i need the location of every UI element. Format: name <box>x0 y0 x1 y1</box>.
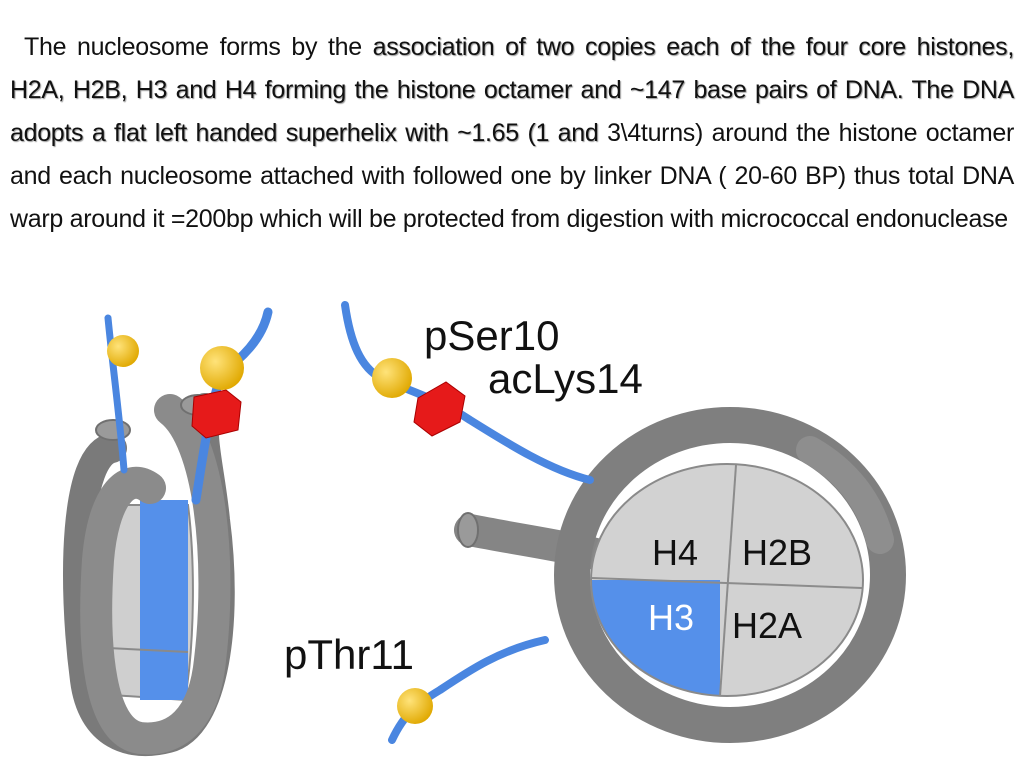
label-pser10: pSer10 <box>424 312 559 359</box>
face-core-disk <box>590 463 864 697</box>
side-acetyl-marker <box>191 389 242 439</box>
aclys14-marker <box>413 381 466 437</box>
label-pthr11: pThr11 <box>284 631 414 678</box>
face-dna-ring-outer <box>554 407 906 743</box>
caption-part-1: The nucleosome forms by the <box>24 33 373 61</box>
label-h2b: H2B <box>742 532 812 573</box>
caption-part-2: association of two copies each of the fo… <box>10 33 1014 147</box>
face-view-nucleosome <box>341 301 906 744</box>
side-dna-cap-left <box>95 419 131 441</box>
pthr11-marker <box>397 688 433 724</box>
caption-paragraph: The nucleosome forms by the association … <box>10 26 1014 241</box>
label-h2a: H2A <box>732 605 802 646</box>
label-aclys14: acLys14 <box>488 355 643 402</box>
side-core-h3-band <box>140 500 188 700</box>
side-dna-front <box>80 394 231 755</box>
label-h4: H4 <box>652 532 698 573</box>
pser10-marker <box>372 358 412 398</box>
face-linker-cap <box>457 512 479 548</box>
label-h3: H3 <box>648 597 694 638</box>
side-view-nucleosome <box>63 307 273 756</box>
face-dna-exit <box>796 436 894 554</box>
caption-part-3: 3\4turns) around the histone octamer and… <box>10 119 1014 233</box>
side-phospho-marker-2 <box>200 346 244 390</box>
side-phospho-marker-1 <box>107 335 139 367</box>
side-tail-left <box>104 314 128 474</box>
